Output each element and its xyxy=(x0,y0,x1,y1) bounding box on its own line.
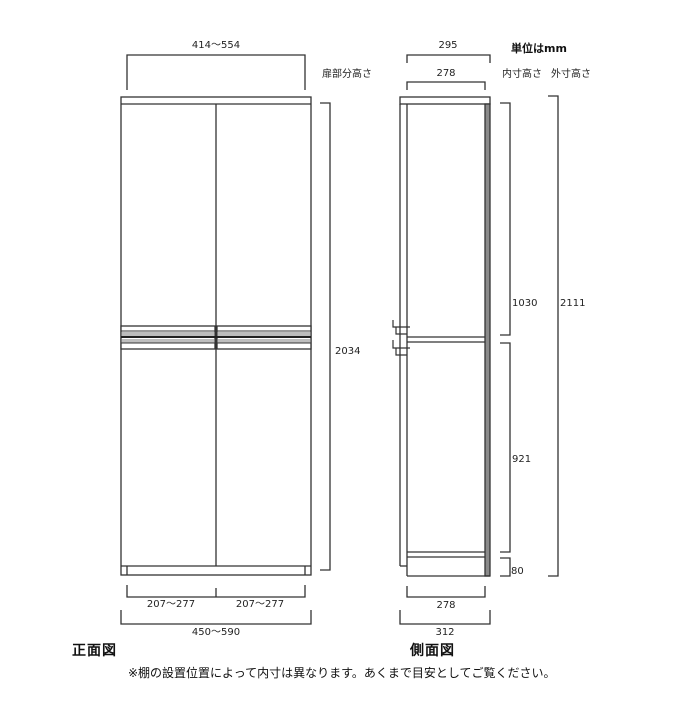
inner-height-label: 内寸高さ xyxy=(502,69,542,80)
front-top-width-dim: 414〜554 xyxy=(191,40,241,51)
door-right-width-dim: 207〜277 xyxy=(235,599,285,610)
disclaimer-note: ※棚の設置位置によって内寸は異なります。あくまで目安としてご覧ください。 xyxy=(128,666,556,680)
lower-inner-height-dim: 921 xyxy=(512,454,532,465)
upper-inner-height-dim: 1030 xyxy=(512,298,538,309)
front-view-title: 正面図 xyxy=(72,643,117,659)
outer-height-dim: 2111 xyxy=(560,298,586,309)
side-top-inner-depth-dim: 278 xyxy=(436,68,456,79)
plinth-height-dim: 80 xyxy=(511,566,524,577)
side-bottom-outer-depth-dim: 312 xyxy=(435,627,455,638)
outer-height-label: 外寸高さ xyxy=(551,69,591,80)
front-total-width-dim: 450〜590 xyxy=(191,627,241,638)
door-left-width-dim: 207〜277 xyxy=(146,599,196,610)
side-view-cabinet xyxy=(399,54,491,577)
unit-label: 単位はmm xyxy=(511,42,567,55)
height-dim-bracket xyxy=(320,102,331,571)
door-height-label: 扉部分高さ xyxy=(322,69,372,80)
front-middle-rail xyxy=(120,325,312,350)
side-top-outer-depth-dim: 295 xyxy=(438,40,458,51)
front-height-dim: 2034 xyxy=(335,346,361,357)
side-bottom-inner-depth-dim: 278 xyxy=(436,600,456,611)
front-view-cabinet xyxy=(120,54,312,576)
hinge-detail xyxy=(392,320,410,356)
side-view-title: 側面図 xyxy=(410,643,455,659)
